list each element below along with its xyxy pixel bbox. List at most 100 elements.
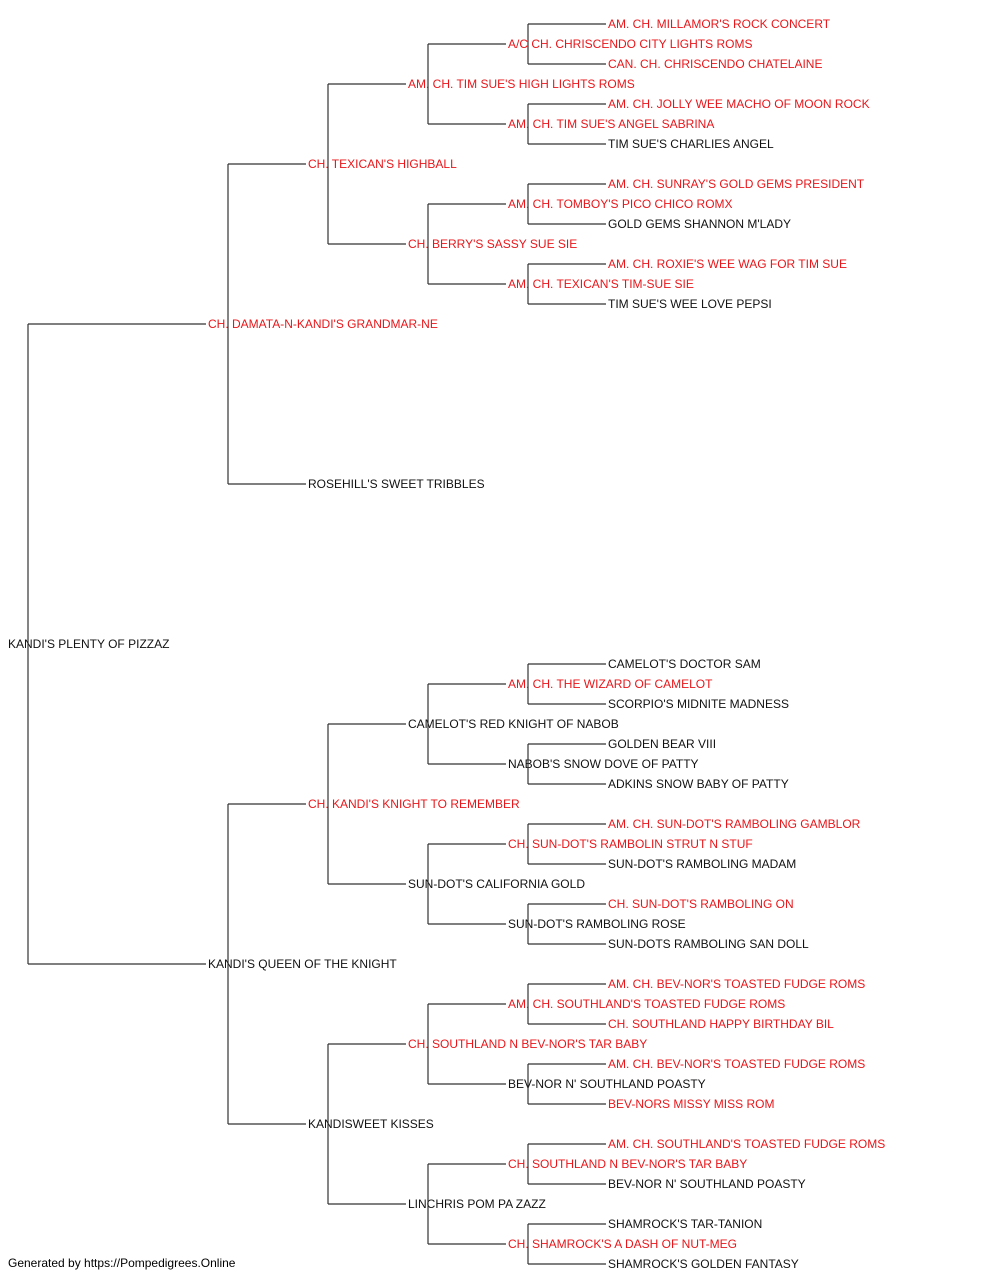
label-backing xyxy=(607,1177,807,1191)
dog-name: TIM SUE'S CHARLIES ANGEL xyxy=(608,137,774,151)
dog-name: AM. CH. TEXICAN'S TIM-SUE SIE xyxy=(508,277,694,291)
dog-name: CH. TEXICAN'S HIGHBALL xyxy=(308,157,457,171)
label-backing xyxy=(607,897,795,911)
dog-name: BEV-NORS MISSY MISS ROM xyxy=(608,1097,774,1111)
label-backing xyxy=(407,237,579,251)
label-backing xyxy=(607,1257,800,1271)
label-backing xyxy=(307,477,486,491)
dog-name: KANDI'S QUEEN OF THE KNIGHT xyxy=(208,957,397,971)
label-backing xyxy=(207,957,399,971)
label-backing xyxy=(507,997,787,1011)
label-backing xyxy=(607,97,871,111)
label-backing xyxy=(607,257,848,271)
dog-name: CH. SUN-DOT'S RAMBOLIN STRUT N STUF xyxy=(508,837,753,851)
dog-name: AM. CH. SUNRAY'S GOLD GEMS PRESIDENT xyxy=(608,177,865,191)
label-backing xyxy=(607,697,790,711)
dog-name: KANDI'S PLENTY OF PIZZAZ xyxy=(8,637,169,651)
label-backing xyxy=(607,817,862,831)
dog-name: CH. DAMATA-N-KANDI'S GRANDMAR-NE xyxy=(208,317,438,331)
label-backing xyxy=(607,777,790,791)
label-backing xyxy=(607,857,798,871)
dog-name: ROSEHILL'S SWEET TRIBBLES xyxy=(308,477,485,491)
dog-name: SCORPIO'S MIDNITE MADNESS xyxy=(608,697,789,711)
dog-name: SUN-DOT'S RAMBOLING MADAM xyxy=(608,857,796,871)
dog-name: KANDISWEET KISSES xyxy=(308,1117,434,1131)
dog-name: CH. SOUTHLAND N BEV-NOR'S TAR BABY xyxy=(408,1037,647,1051)
dog-name: CH. BERRY'S SASSY SUE SIE xyxy=(408,237,577,251)
label-backing xyxy=(607,937,811,951)
label-backing xyxy=(407,1037,649,1051)
dog-name: AM. CH. THE WIZARD OF CAMELOT xyxy=(508,677,713,691)
dog-name: TIM SUE'S WEE LOVE PEPSI xyxy=(608,297,772,311)
label-backing xyxy=(507,1237,738,1251)
dog-name: CH. SHAMROCK'S A DASH OF NUT-MEG xyxy=(508,1237,737,1251)
label-backing xyxy=(607,57,824,71)
dog-name: AM. CH. SUN-DOT'S RAMBOLING GAMBLOR xyxy=(608,817,861,831)
dog-name: ADKINS SNOW BABY OF PATTY xyxy=(608,777,789,791)
label-backing xyxy=(507,917,687,931)
dog-name: CAN. CH. CHRISCENDO CHATELAINE xyxy=(608,57,822,71)
label-backing xyxy=(607,977,867,991)
dog-name: SHAMROCK'S GOLDEN FANTASY xyxy=(608,1257,799,1271)
dog-name: BEV-NOR N' SOUTHLAND POASTY xyxy=(508,1077,706,1091)
dog-name: SUN-DOT'S RAMBOLING ROSE xyxy=(508,917,686,931)
dog-name: AM. CH. TIM SUE'S HIGH LIGHTS ROMS xyxy=(408,77,635,91)
label-backing xyxy=(607,1057,867,1071)
label-backing xyxy=(7,637,171,651)
dog-name: CAMELOT'S DOCTOR SAM xyxy=(608,657,761,671)
dog-name: AM. CH. BEV-NOR'S TOASTED FUDGE ROMS xyxy=(608,977,865,991)
dog-name: CH. SOUTHLAND HAPPY BIRTHDAY BIL xyxy=(608,1017,834,1031)
label-backing xyxy=(607,1137,887,1151)
label-backing xyxy=(607,17,832,31)
dog-name: AM. CH. SOUTHLAND'S TOASTED FUDGE ROMS xyxy=(508,997,785,1011)
label-backing xyxy=(607,737,718,751)
label-backing xyxy=(507,277,695,291)
dog-name: SHAMROCK'S TAR-TANION xyxy=(608,1217,762,1231)
label-backing xyxy=(507,757,700,771)
label-backing xyxy=(407,877,587,891)
dog-name: SUN-DOTS RAMBOLING SAN DOLL xyxy=(608,937,809,951)
dog-name: AM. CH. BEV-NOR'S TOASTED FUDGE ROMS xyxy=(608,1057,865,1071)
label-backing xyxy=(307,157,459,171)
label-backing xyxy=(507,117,716,131)
label-backing xyxy=(607,297,773,311)
label-backing xyxy=(507,677,715,691)
dog-name: BEV-NOR N' SOUTHLAND POASTY xyxy=(608,1177,806,1191)
label-backing xyxy=(307,1117,435,1131)
label-backing xyxy=(607,1097,776,1111)
label-backing xyxy=(607,1217,764,1231)
dog-name: AM. CH. SOUTHLAND'S TOASTED FUDGE ROMS xyxy=(608,1137,885,1151)
dog-name: LINCHRIS POM PA ZAZZ xyxy=(408,1197,546,1211)
label-backing xyxy=(307,797,521,811)
dog-name: CAMELOT'S RED KNIGHT OF NABOB xyxy=(408,717,619,731)
dog-name: AM. CH. ROXIE'S WEE WAG FOR TIM SUE xyxy=(608,257,847,271)
label-backing xyxy=(507,1077,707,1091)
dog-name: CH. KANDI'S KNIGHT TO REMEMBER xyxy=(308,797,520,811)
footer-credit: Generated by https://Pompedigrees.Online xyxy=(8,1256,236,1270)
dog-name: AM. CH. JOLLY WEE MACHO OF MOON ROCK xyxy=(608,97,870,111)
dog-name: AM. CH. MILLAMOR'S ROCK CONCERT xyxy=(608,17,831,31)
dog-name: AM. CH. TIM SUE'S ANGEL SABRINA xyxy=(508,117,714,131)
label-backing xyxy=(507,37,754,51)
dog-name: A/C CH. CHRISCENDO CITY LIGHTS ROMS xyxy=(508,37,752,51)
label-backing xyxy=(607,657,762,671)
label-backing xyxy=(607,1017,836,1031)
label-backing xyxy=(407,77,636,91)
label-backing xyxy=(607,217,792,231)
dog-name: AM. CH. TOMBOY'S PICO CHICO ROMX xyxy=(508,197,733,211)
label-backing xyxy=(607,137,775,151)
dog-name: CH. SOUTHLAND N BEV-NOR'S TAR BABY xyxy=(508,1157,747,1171)
label-backing xyxy=(407,1197,547,1211)
label-backing xyxy=(507,1157,749,1171)
dog-name: GOLD GEMS SHANNON M'LADY xyxy=(608,217,791,231)
label-backing xyxy=(507,837,754,851)
label-backing xyxy=(207,317,439,331)
dog-name: CH. SUN-DOT'S RAMBOLING ON xyxy=(608,897,794,911)
dog-name: SUN-DOT'S CALIFORNIA GOLD xyxy=(408,877,585,891)
label-backing xyxy=(507,197,734,211)
label-backing xyxy=(607,177,866,191)
dog-name: NABOB'S SNOW DOVE OF PATTY xyxy=(508,757,699,771)
dog-name: GOLDEN BEAR VIII xyxy=(608,737,716,751)
label-backing xyxy=(407,717,620,731)
